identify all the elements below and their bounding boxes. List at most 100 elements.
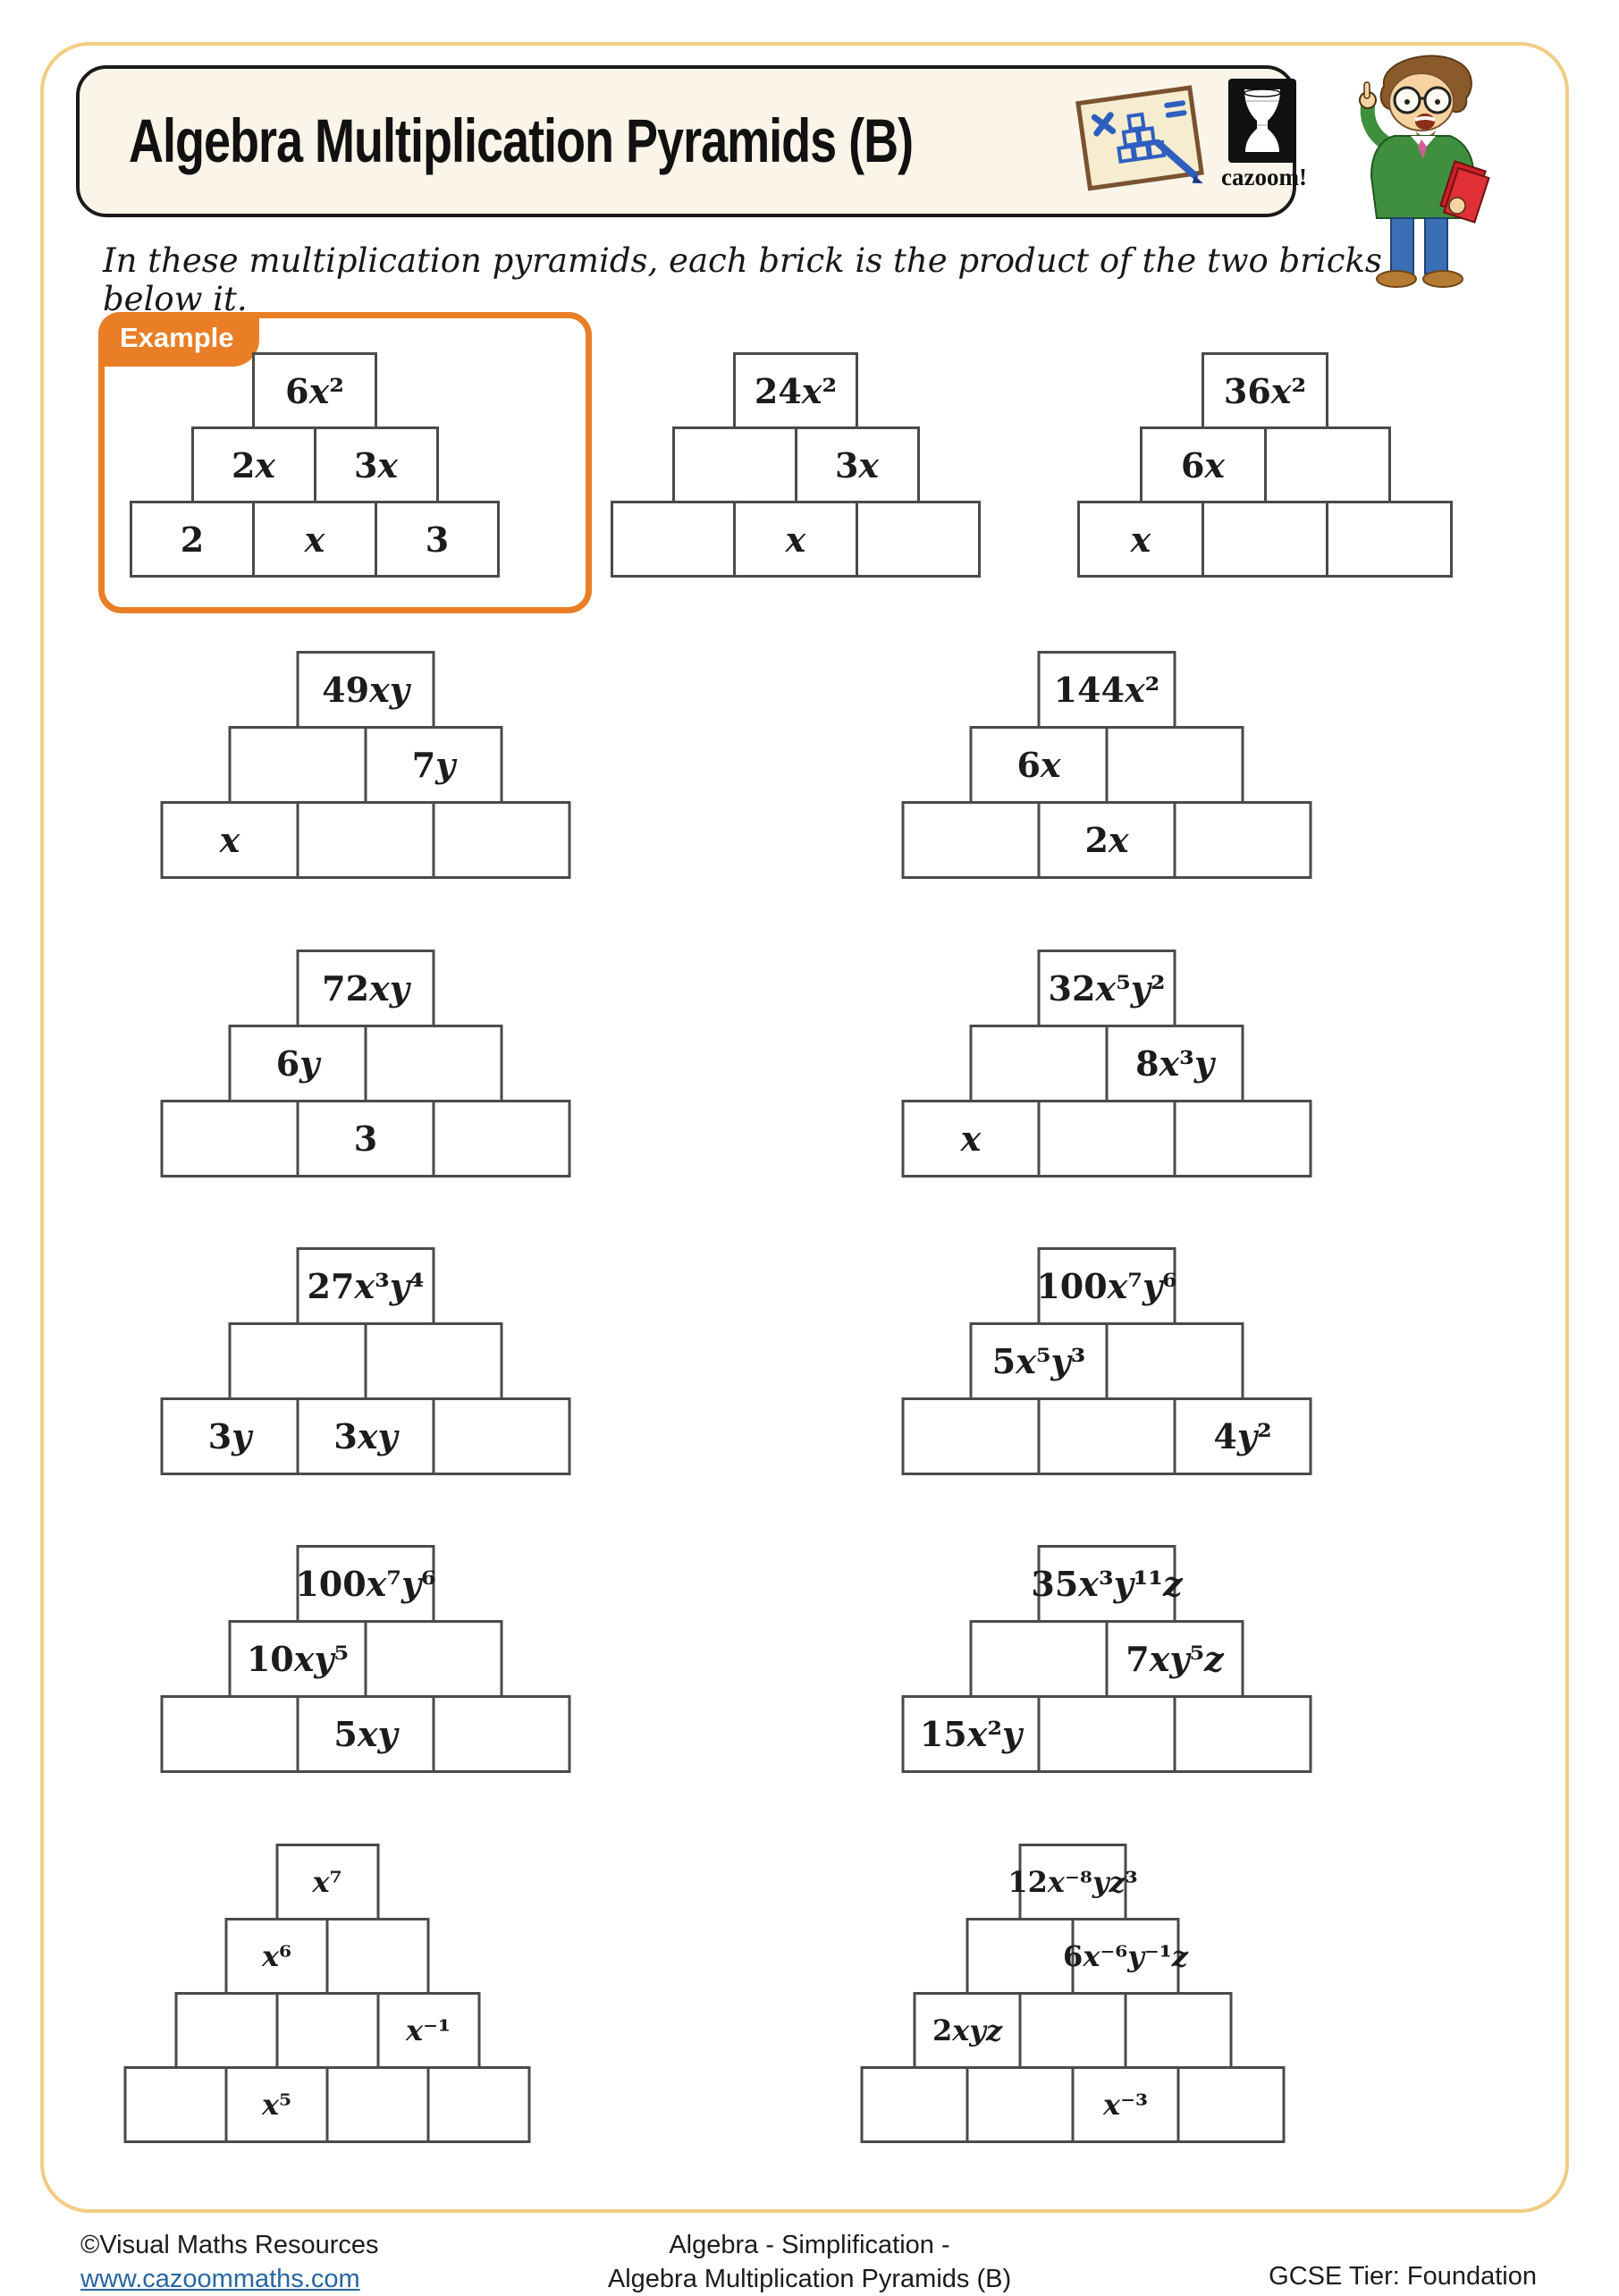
pyramid-row: x⁻¹	[174, 1992, 480, 2069]
pyramid-cell-filled: x	[1077, 501, 1204, 578]
pyramid-cell-answer	[856, 501, 981, 578]
pyramid-cell-filled: x	[733, 501, 858, 578]
topic-line-1: Algebra - Simplification -	[669, 2231, 950, 2259]
pyramid-row: x⁻³	[860, 2066, 1286, 2143]
pyramid-cell-answer	[228, 1322, 367, 1400]
pyramid-cell-answer	[432, 1695, 571, 1773]
pyramid-cell-answer	[228, 726, 367, 804]
pyramid-cell-answer	[160, 1100, 299, 1178]
pyramid-note-icon	[1071, 82, 1221, 203]
pyramid-cell-answer	[432, 1397, 571, 1475]
pyramid-row: x	[1077, 501, 1453, 578]
teacher-cartoon	[1325, 46, 1517, 306]
pyramid-cell-answer	[901, 1397, 1041, 1475]
pyramid-cell-answer	[1037, 1695, 1176, 1773]
pyramid-cell-answer	[325, 2066, 430, 2143]
pyramid-row: 3	[160, 1100, 571, 1178]
example-label: Example	[98, 312, 259, 367]
pyramid-cell-answer	[969, 1620, 1109, 1698]
pyramid-row: x	[611, 501, 981, 578]
pyramid-cell-answer	[901, 801, 1041, 879]
pyramid-row: x	[901, 1100, 1312, 1178]
pyramid-cell-answer	[364, 1322, 503, 1400]
pyramid-cell-answer	[174, 1992, 278, 2069]
pyramid-cell-answer	[123, 2066, 228, 2143]
pyramid-cell-answer	[1105, 726, 1244, 804]
pyramid-cell-filled: x	[252, 501, 377, 578]
pyramid-cell-answer	[275, 1992, 379, 2069]
pyramid-cell-answer	[1263, 426, 1391, 503]
pyramid-cell-answer	[432, 1100, 571, 1178]
pyramid-cell-answer	[860, 2066, 969, 2143]
pyramid-cell-answer	[1326, 501, 1453, 578]
pyramid-cell-answer	[1202, 501, 1328, 578]
pyramid-cell-answer	[325, 1918, 430, 1995]
footer-topic: Algebra - Simplification - Algebra Multi…	[358, 2228, 1261, 2296]
pyramid-cell-filled: x⁻¹	[376, 1992, 480, 2069]
website-link[interactable]: www.cazoommaths.com	[80, 2265, 360, 2293]
pyramid-row: x	[160, 801, 571, 879]
pyramid-cell-filled: x⁻³	[1071, 2066, 1180, 2143]
pyramid-cell-answer	[1173, 1695, 1312, 1773]
pyramid-cell-answer	[364, 1025, 503, 1102]
pyramid-cell-answer	[1105, 1322, 1244, 1400]
pyramid-cell-answer	[1176, 2066, 1286, 2143]
pyramid-cell-filled: 3	[375, 501, 500, 578]
pyramid-cell-filled: x	[160, 801, 299, 879]
pyramid-cell-answer	[1124, 1992, 1233, 2069]
pyramid-cell-answer	[364, 1620, 503, 1698]
pyramid-cell-answer	[1173, 1100, 1312, 1178]
pyramid-cell-answer	[1037, 1100, 1176, 1178]
pyramid-cell-answer	[965, 2066, 1075, 2143]
cazoom-drum-icon	[1228, 79, 1296, 163]
copyright-text: ©Visual Maths Resources	[80, 2231, 379, 2259]
